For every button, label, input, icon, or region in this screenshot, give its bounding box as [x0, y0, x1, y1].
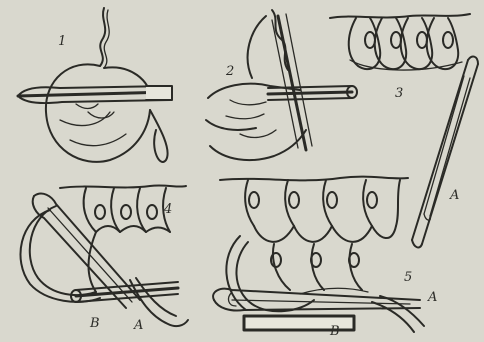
figure-5-needle-label: A — [428, 290, 437, 305]
figure-3-drawing — [330, 14, 470, 70]
figure-3-number: 3 — [395, 86, 403, 101]
figure-5-drawing — [213, 177, 424, 332]
figure-4-needle-label: A — [134, 318, 143, 333]
figure-1-drawing — [18, 8, 172, 162]
figure-1-number: 1 — [58, 34, 66, 49]
figure-4-drawing — [20, 185, 188, 326]
needle-part-a-label: A — [450, 188, 459, 203]
figure-2-number: 2 — [226, 64, 234, 79]
figure-4-number: 4 — [164, 202, 172, 217]
figure-5-number: 5 — [404, 270, 412, 285]
figure-2-drawing — [206, 10, 357, 160]
figure-5-stick-label: B — [330, 324, 340, 339]
figure-4-stick-label: B — [90, 316, 100, 331]
netting-needle-drawing — [412, 57, 478, 248]
